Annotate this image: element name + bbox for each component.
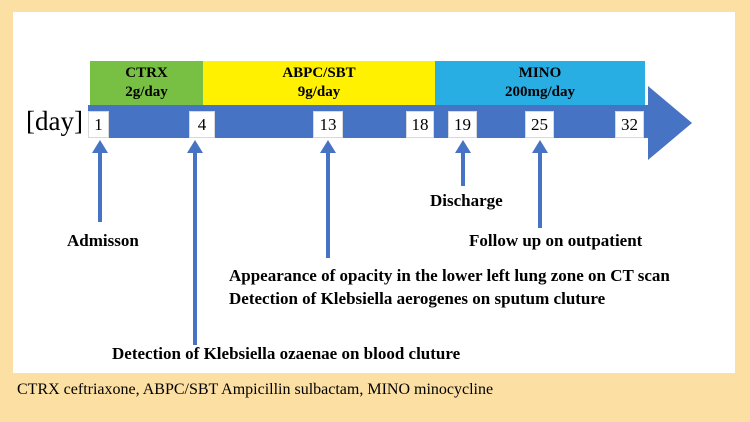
event-arrow-day-25-icon	[532, 140, 548, 228]
event-label-follow-up: Follow up on outpatient	[469, 231, 643, 250]
treatment-band-ctrx: CTRX 2g/day	[90, 61, 203, 105]
day-tick-19: 19	[448, 111, 477, 138]
arrow-head-icon	[92, 140, 108, 153]
event-label-line-2: Detection of Klebsiella aerogenes on spu…	[229, 289, 606, 308]
event-arrow-day-13-icon	[320, 140, 336, 258]
arrow-shaft	[461, 153, 465, 186]
event-label-admission: Admisson	[67, 231, 139, 250]
day-tick-18: 18	[406, 111, 434, 138]
event-arrow-day-4-icon	[187, 140, 203, 345]
treatment-dose: 9g/day	[297, 84, 341, 100]
abbreviation-footnote: CTRX ceftriaxone, ABPC/SBT Ampicillin su…	[17, 381, 494, 398]
event-label-blood-culture: Detection of Klebsiella ozaenae on blood…	[112, 344, 461, 363]
treatment-band-abpc-sbt: ABPC/SBT 9g/day	[203, 61, 435, 105]
event-label-ct-scan-sputum: Appearance of opacity in the lower left …	[229, 264, 670, 310]
day-tick-25: 25	[525, 111, 554, 138]
arrow-shaft	[98, 153, 102, 222]
arrow-head-icon	[532, 140, 548, 153]
arrow-head-icon	[320, 140, 336, 153]
treatment-name: ABPC/SBT	[282, 65, 356, 81]
treatment-dose: 2g/day	[125, 84, 168, 100]
arrow-shaft	[193, 153, 197, 345]
arrow-head-icon	[455, 140, 471, 153]
event-label-discharge: Discharge	[430, 191, 503, 210]
treatment-name: CTRX	[125, 65, 168, 81]
arrow-shaft	[326, 153, 330, 258]
axis-day-label: [day]	[26, 106, 83, 136]
event-label-line-1: Appearance of opacity in the lower left …	[229, 266, 670, 285]
timeline-bar	[88, 105, 650, 138]
arrow-shaft	[538, 153, 542, 228]
day-tick-13: 13	[313, 111, 343, 138]
event-arrow-day-1-icon	[92, 140, 108, 222]
timeline-arrowhead-icon	[648, 86, 692, 160]
day-tick-32: 32	[615, 111, 644, 138]
day-tick-1: 1	[88, 111, 109, 138]
day-tick-4: 4	[189, 111, 215, 138]
treatment-dose: 200mg/day	[504, 84, 575, 100]
treatment-band-mino: MINO 200mg/day	[435, 61, 645, 105]
treatment-name: MINO	[518, 65, 562, 81]
event-arrow-day-19-icon	[455, 140, 471, 186]
arrow-head-icon	[187, 140, 203, 153]
